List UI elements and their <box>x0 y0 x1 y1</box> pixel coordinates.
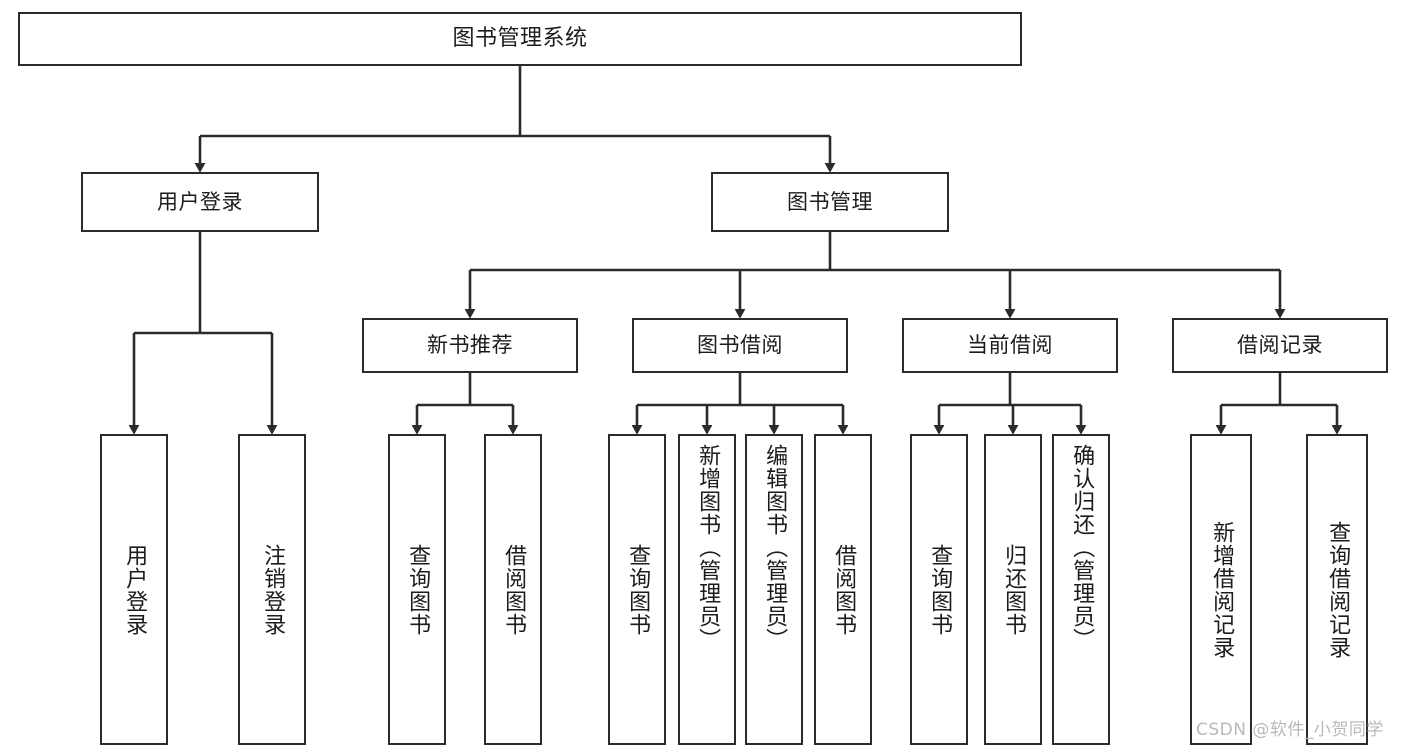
node-current-borrow[interactable]: 当前借阅 <box>902 318 1118 373</box>
node-label: 用户登录 <box>122 543 148 636</box>
node-leaf-query-record[interactable]: 查询借阅记录 <box>1306 434 1368 745</box>
node-root[interactable]: 图书管理系统 <box>18 12 1022 66</box>
node-book-borrow[interactable]: 图书借阅 <box>632 318 848 373</box>
node-leaf-query-book-1[interactable]: 查询图书 <box>388 434 446 745</box>
node-label: 图书借阅 <box>697 333 783 357</box>
node-new-book-recommend[interactable]: 新书推荐 <box>362 318 578 373</box>
node-label: 新增借阅记录 <box>1209 520 1235 659</box>
node-label: 图书管理 <box>787 189 873 214</box>
node-label: 借阅图书 <box>831 543 857 636</box>
node-label: 查询图书 <box>405 543 431 636</box>
node-leaf-logout-login[interactable]: 注销登录 <box>238 434 306 745</box>
node-borrow-record[interactable]: 借阅记录 <box>1172 318 1388 373</box>
node-label: 新增图书（管理员） <box>695 444 721 651</box>
node-label: 编辑图书（管理员） <box>762 444 788 651</box>
watermark-text: CSDN @软件_小贺同学 <box>1196 720 1384 740</box>
node-label: 确认归还（管理员） <box>1069 444 1095 651</box>
node-label: 查询借阅记录 <box>1325 520 1351 659</box>
node-book-manage[interactable]: 图书管理 <box>711 172 949 232</box>
node-leaf-edit-book[interactable]: 编辑图书（管理员） <box>745 434 803 745</box>
node-leaf-return-book[interactable]: 归还图书 <box>984 434 1042 745</box>
node-leaf-confirm-return[interactable]: 确认归还（管理员） <box>1052 434 1110 745</box>
node-leaf-query-book-3[interactable]: 查询图书 <box>910 434 968 745</box>
node-label: 注销登录 <box>260 543 286 636</box>
node-label: 查询图书 <box>927 543 953 636</box>
node-label: 借阅记录 <box>1237 333 1323 357</box>
node-label: 归还图书 <box>1001 543 1027 636</box>
node-leaf-user-login[interactable]: 用户登录 <box>100 434 168 745</box>
node-leaf-add-record[interactable]: 新增借阅记录 <box>1190 434 1252 745</box>
node-label: 借阅图书 <box>501 543 527 636</box>
node-label: 新书推荐 <box>427 333 513 357</box>
node-leaf-add-book[interactable]: 新增图书（管理员） <box>678 434 736 745</box>
node-leaf-borrow-book-2[interactable]: 借阅图书 <box>814 434 872 745</box>
node-leaf-borrow-book-1[interactable]: 借阅图书 <box>484 434 542 745</box>
node-label: 当前借阅 <box>967 333 1053 357</box>
node-leaf-query-book-2[interactable]: 查询图书 <box>608 434 666 745</box>
node-user-login[interactable]: 用户登录 <box>81 172 319 232</box>
node-label: 查询图书 <box>625 543 651 636</box>
node-label: 用户登录 <box>157 189 243 214</box>
node-label: 图书管理系统 <box>452 26 588 51</box>
